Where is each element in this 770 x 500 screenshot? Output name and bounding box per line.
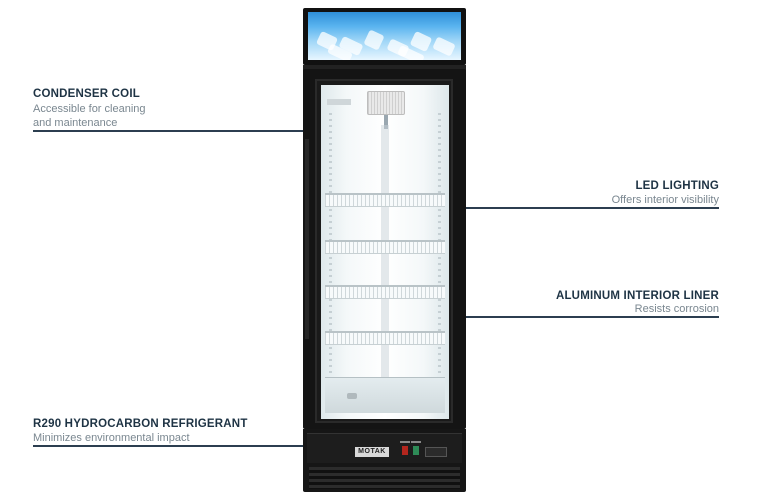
evaporator-fan [367, 91, 405, 115]
drain [347, 393, 357, 399]
callout-leader-line [33, 130, 316, 132]
sign-bezel [303, 65, 466, 71]
callout-title: ALUMINUM INTERIOR LINER [555, 290, 719, 302]
callout-description: and maintenance [33, 117, 118, 129]
callout-title: R290 HYDROCARBON REFRIGERANT [33, 418, 248, 430]
shelf-rail-right [438, 113, 441, 409]
sensor-stem [384, 115, 388, 129]
shelf-rail-left [329, 113, 332, 409]
interior [321, 85, 449, 419]
light-switch[interactable] [413, 446, 419, 455]
switch-label [400, 441, 410, 443]
switch-label [411, 441, 421, 443]
power-switch[interactable] [402, 446, 408, 455]
shelf [325, 285, 445, 299]
illuminated-header-sign [303, 8, 466, 65]
glass-door[interactable] [315, 79, 453, 423]
led-light-bar [381, 125, 389, 405]
brand-logo: MOTAK [355, 447, 389, 457]
spec-label [327, 99, 351, 105]
cabinet [303, 69, 466, 429]
door-hinge [305, 139, 309, 339]
interior-floor [325, 377, 445, 413]
ventilation-grille [309, 467, 460, 489]
callout-description: Resists corrosion [634, 303, 719, 315]
callout-title: CONDENSER COIL [33, 88, 140, 100]
callout-description: Accessible for cleaning [33, 103, 146, 115]
callout-leader-line [448, 207, 719, 209]
shelf [325, 193, 445, 207]
base-compartment: MOTAK [303, 429, 466, 492]
temperature-display [425, 447, 447, 457]
control-panel: MOTAK [307, 433, 462, 463]
glass-door-refrigerator: MOTAK [303, 8, 466, 492]
callout-leader-line [33, 445, 314, 447]
callout-leader-line [448, 316, 719, 318]
shelf [325, 331, 445, 345]
shelf [325, 240, 445, 254]
callout-description: Minimizes environmental impact [33, 432, 190, 444]
callout-description: Offers interior visibility [611, 194, 719, 206]
ice-graphic [308, 12, 461, 60]
callout-title: LED LIGHTING [635, 180, 719, 192]
